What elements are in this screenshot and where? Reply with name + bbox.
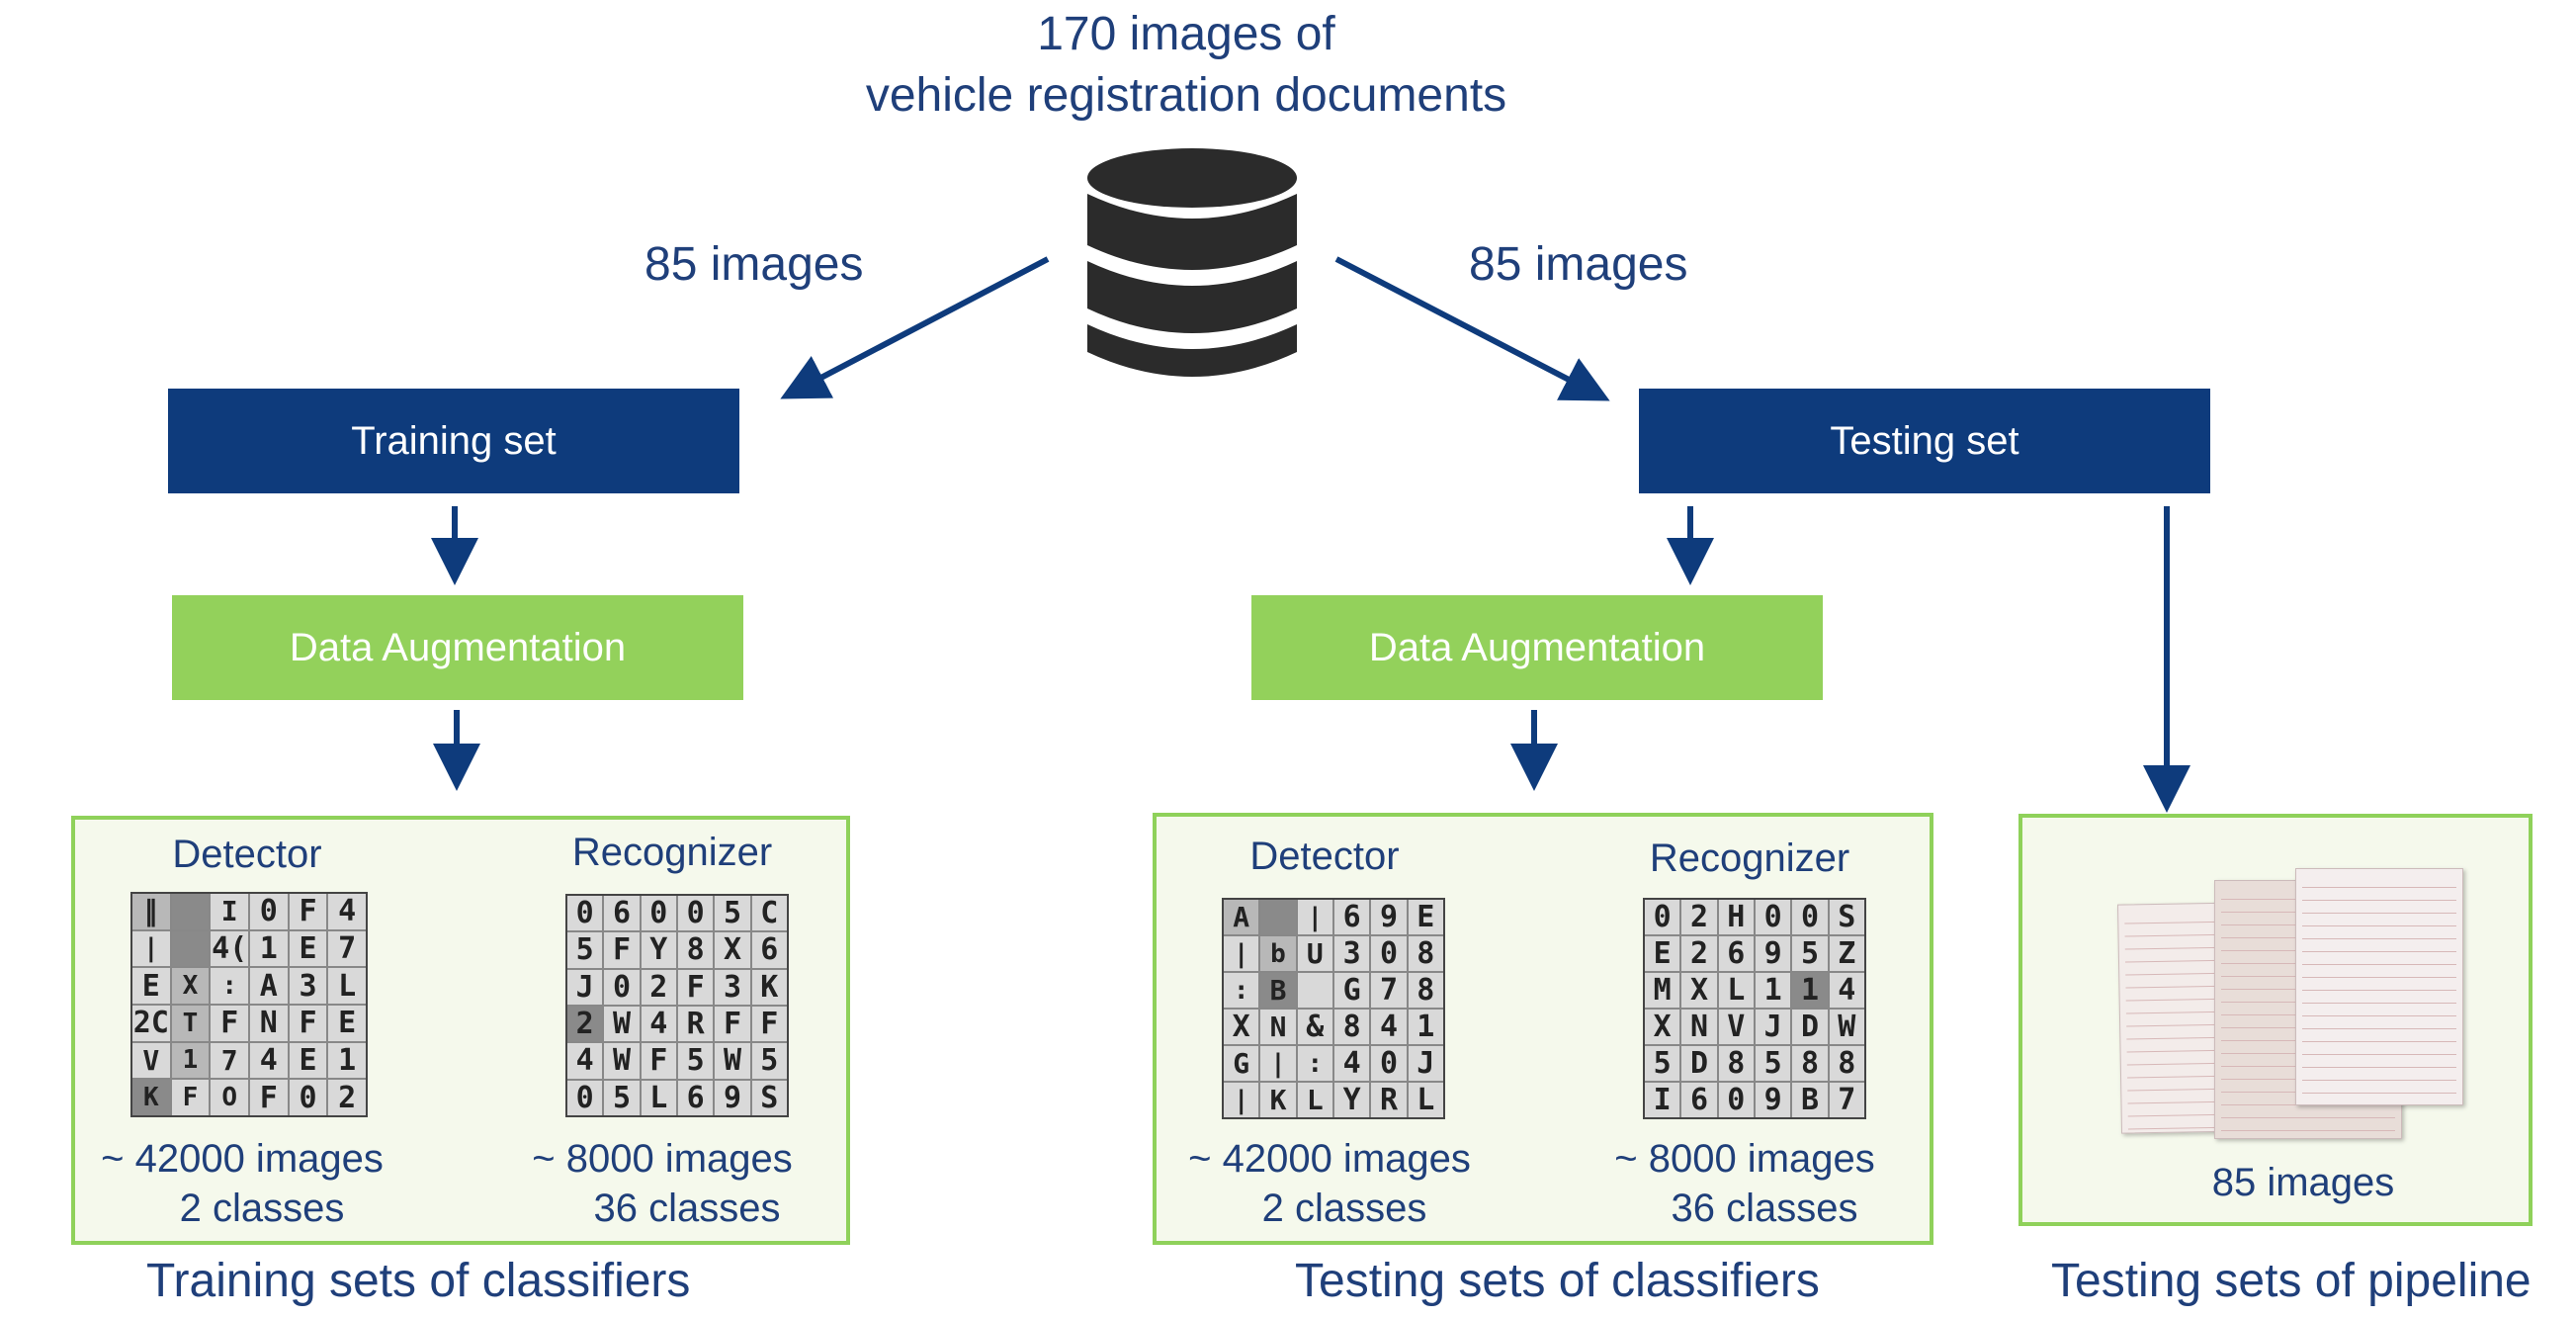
train-recognizer-label: Recognizer <box>571 831 773 874</box>
title-line2: vehicle registration documents <box>865 69 1507 122</box>
test-recognizer-label: Recognizer <box>1649 836 1850 880</box>
training-caption: Training sets of classifiers <box>146 1255 691 1307</box>
right-arrow-label: 85 images <box>1469 238 1688 291</box>
title-count: 170 <box>1037 8 1117 60</box>
database-icon <box>1087 148 1297 377</box>
registration-document-3 <box>2295 868 2463 1105</box>
testing-set-box: Testing set <box>1639 389 2210 493</box>
train-recognizer-classes: 36 classes <box>593 1187 781 1230</box>
left-arrow-label: 85 images <box>644 238 864 291</box>
test-recognizer-classes: 36 classes <box>1671 1187 1858 1230</box>
train-detector-label: Detector <box>172 833 322 876</box>
test-detector-label: Detector <box>1249 835 1400 878</box>
pipeline-count: 85 images <box>2211 1161 2395 1204</box>
training-set-box: Training set <box>168 389 739 493</box>
pipeline-caption: Testing sets of pipeline <box>2051 1255 2532 1307</box>
arrow-to-training <box>780 256 1050 399</box>
right-augmentation-box: Data Augmentation <box>1251 595 1823 700</box>
test-detector-count: ~ 42000 images <box>1188 1137 1471 1181</box>
train-detector-count: ~ 42000 images <box>101 1137 384 1181</box>
diagram-title: 170 images of vehicle registration docum… <box>692 4 1680 127</box>
testing-caption: Testing sets of classifiers <box>1295 1255 1820 1307</box>
arrow-to-testing <box>1334 256 1610 401</box>
train-recognizer-count: ~ 8000 images <box>532 1137 793 1181</box>
train-detector-classes: 2 classes <box>179 1187 345 1230</box>
left-augmentation-box: Data Augmentation <box>172 595 743 700</box>
test-detector-classes: 2 classes <box>1261 1187 1427 1230</box>
test-recognizer-count: ~ 8000 images <box>1614 1137 1875 1181</box>
title-line1: images of <box>1116 8 1335 60</box>
